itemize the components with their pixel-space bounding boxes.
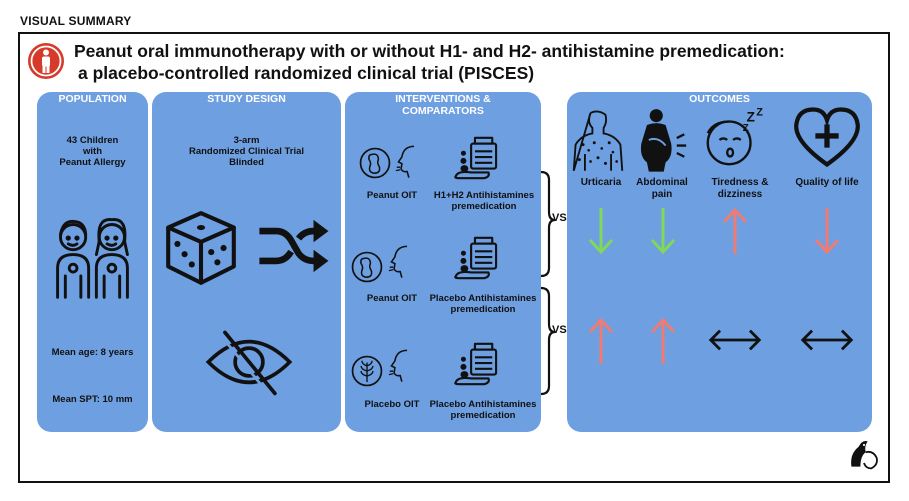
outcomes-heading: OUTCOMES: [689, 93, 750, 105]
title-line-2: a placebo-controlled randomized clinical…: [78, 63, 535, 83]
arm3-premed-line-1: Placebo Antihistamines: [429, 399, 537, 410]
outcome-label-abdominal-pain: Abdominal pain: [630, 177, 694, 201]
design-line-1: 3-arm: [233, 135, 260, 146]
urticaria-icon: [572, 110, 624, 172]
shuffle-icon: [259, 219, 329, 273]
quality-of-life-label-line-1: Quality of life: [795, 177, 859, 188]
vs-label-2: VS: [552, 324, 567, 336]
outcome-label-tiredness: Tiredness & dizziness: [700, 177, 780, 201]
medicine-bottle-icon: [454, 136, 498, 180]
dice-icon: [166, 211, 236, 285]
face-profile-icon: [388, 245, 408, 278]
population-count-line-1: 43 Children: [66, 135, 119, 146]
children-icon: [56, 218, 129, 299]
eye-crossed-icon: [205, 330, 293, 399]
face-profile-icon: [395, 145, 415, 178]
arm2-oit-label: Peanut OIT: [366, 293, 418, 304]
visual-summary-label: VISUAL SUMMARY: [20, 14, 132, 28]
population-heading: POPULATION: [58, 93, 127, 105]
face-profile-icon: [388, 349, 408, 382]
population-count-line-2: with: [83, 146, 102, 157]
outcomes-panel: [567, 92, 872, 432]
design-line-3: Blinded: [229, 157, 264, 168]
arrow-both-ways-icon: [708, 329, 762, 351]
arm2-premed-label: Placebo Antihistamines premedication: [423, 293, 543, 315]
population-count: 43 Children with Peanut Allergy: [37, 135, 148, 168]
abdominal-pain-icon: [640, 109, 687, 172]
arm2-premed-line-2: premedication: [450, 304, 516, 315]
outcome-label-quality-of-life: Quality of life: [784, 177, 870, 189]
summary-frame: [18, 32, 890, 483]
ferret-logo-icon: [851, 441, 878, 470]
svg-text:Z: Z: [756, 107, 763, 119]
mean-age: Mean age: 8 years: [51, 347, 134, 358]
outcome-label-urticaria: Urticaria: [573, 177, 629, 189]
vs-label-1: VS: [552, 212, 567, 224]
arm1-premed-line-1: H1+H2 Antihistamines: [433, 190, 535, 201]
medicine-bottle-icon: [454, 342, 498, 386]
title-line-1: Peanut oral immunotherapy with or withou…: [74, 41, 785, 61]
arm2-premed-line-1: Placebo Antihistamines: [429, 293, 537, 304]
urticaria-label-line-1: Urticaria: [580, 177, 622, 188]
arm3-oit-label: Placebo OIT: [364, 399, 420, 410]
arrow-down-green-icon: [650, 208, 676, 255]
tiredness-label-line-1: Tiredness &: [711, 177, 769, 188]
svg-text:Z: Z: [743, 123, 749, 134]
person-warning-icon: [28, 43, 64, 79]
design-line-2: Randomized Clinical Trial: [188, 146, 305, 157]
wheat-circle-icon: [351, 355, 383, 387]
abdominal-label-line-2: pain: [651, 189, 673, 200]
tired-face-icon: Z Z Z: [706, 107, 763, 166]
tiredness-label-line-2: dizziness: [717, 189, 763, 200]
arm3-premed-line-2: premedication: [450, 410, 516, 421]
mean-spt: Mean SPT: 10 mm: [52, 394, 133, 405]
interventions-heading: INTERVENTIONS & COMPARATORS: [345, 93, 541, 117]
arm3-premed-label: Placebo Antihistamines premedication: [423, 399, 543, 421]
population-panel: [37, 92, 148, 432]
study-design-description: 3-arm Randomized Clinical Trial Blinded: [152, 135, 341, 168]
arrow-up-red-icon: [588, 317, 614, 364]
interventions-heading-line-1: INTERVENTIONS &: [395, 93, 491, 105]
abdominal-label-line-1: Abdominal: [636, 177, 688, 188]
peanut-circle-icon: [351, 251, 383, 283]
arm1-oit-label: Peanut OIT: [366, 190, 418, 201]
arrow-up-red-icon: [650, 317, 676, 364]
arm1-premed-line-2: premedication: [451, 201, 517, 212]
arm1-premed-label: H1+H2 Antihistamines premedication: [425, 190, 543, 212]
page-title: Peanut oral immunotherapy with or withou…: [74, 40, 884, 84]
peanut-circle-icon: [359, 147, 391, 179]
comparison-brackets: [540, 170, 556, 396]
arrow-both-ways-icon: [800, 329, 854, 351]
arrow-down-green-icon: [588, 208, 614, 255]
population-count-line-3: Peanut Allergy: [59, 157, 126, 168]
svg-text:Z: Z: [747, 109, 755, 124]
arrow-up-red-icon: [722, 207, 748, 254]
study-design-heading: STUDY DESIGN: [207, 93, 286, 105]
arrow-down-red-icon: [814, 208, 840, 255]
medicine-bottle-icon: [454, 236, 498, 280]
heart-plus-icon: [794, 107, 860, 168]
interventions-heading-line-2: COMPARATORS: [402, 105, 484, 117]
